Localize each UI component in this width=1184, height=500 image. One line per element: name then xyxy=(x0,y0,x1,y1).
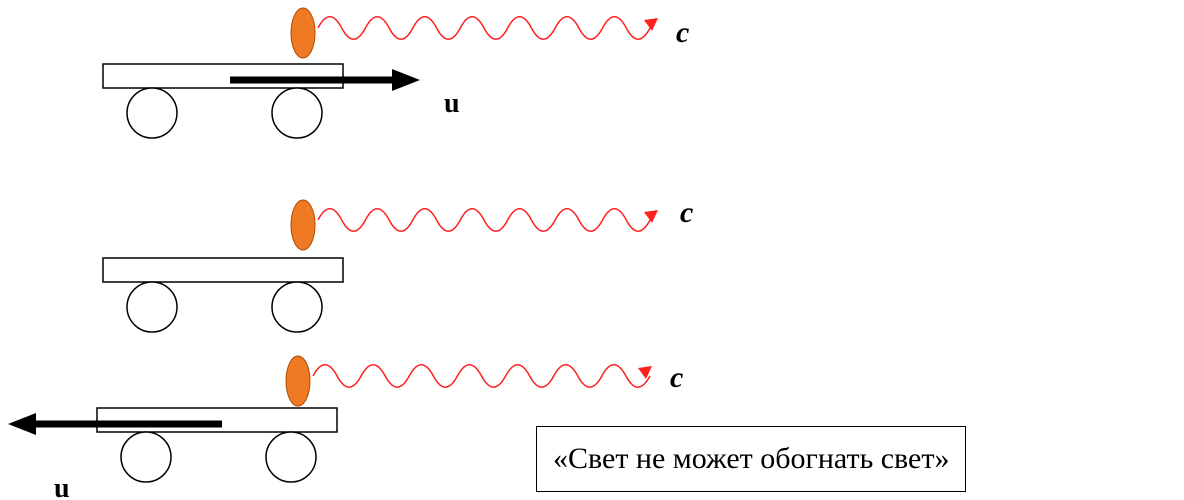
light-source xyxy=(291,8,315,58)
cart-platform xyxy=(103,258,343,282)
light-wave-arrowhead xyxy=(644,18,658,31)
cart-wheel-left xyxy=(127,282,177,332)
cart-wheel-left xyxy=(121,432,171,482)
velocity-label: u xyxy=(444,88,460,119)
cart-wheel-right xyxy=(266,432,316,482)
scene-at-rest: c xyxy=(103,196,693,332)
light-wave-arrowhead xyxy=(644,210,658,223)
cart-wheel-left xyxy=(127,88,177,138)
light-speed-label: c xyxy=(676,16,689,49)
cart-platform xyxy=(103,64,343,88)
light-speed-label: c xyxy=(670,361,683,394)
light-wave xyxy=(313,365,650,387)
light-source xyxy=(291,200,315,250)
light-wave xyxy=(318,209,650,231)
cart-wheel-right xyxy=(272,88,322,138)
cart-wheel-right xyxy=(272,282,322,332)
caption-box: «Свет не может обогнать свет» xyxy=(536,426,966,492)
velocity-label: u xyxy=(54,473,70,500)
light-wave xyxy=(318,17,650,39)
light-speed-label: c xyxy=(680,196,693,229)
caption-text: «Свет не может обогнать свет» xyxy=(553,442,949,476)
cart-platform xyxy=(97,408,337,432)
scene-moving-right: u c xyxy=(103,8,689,138)
light-source xyxy=(286,356,310,406)
